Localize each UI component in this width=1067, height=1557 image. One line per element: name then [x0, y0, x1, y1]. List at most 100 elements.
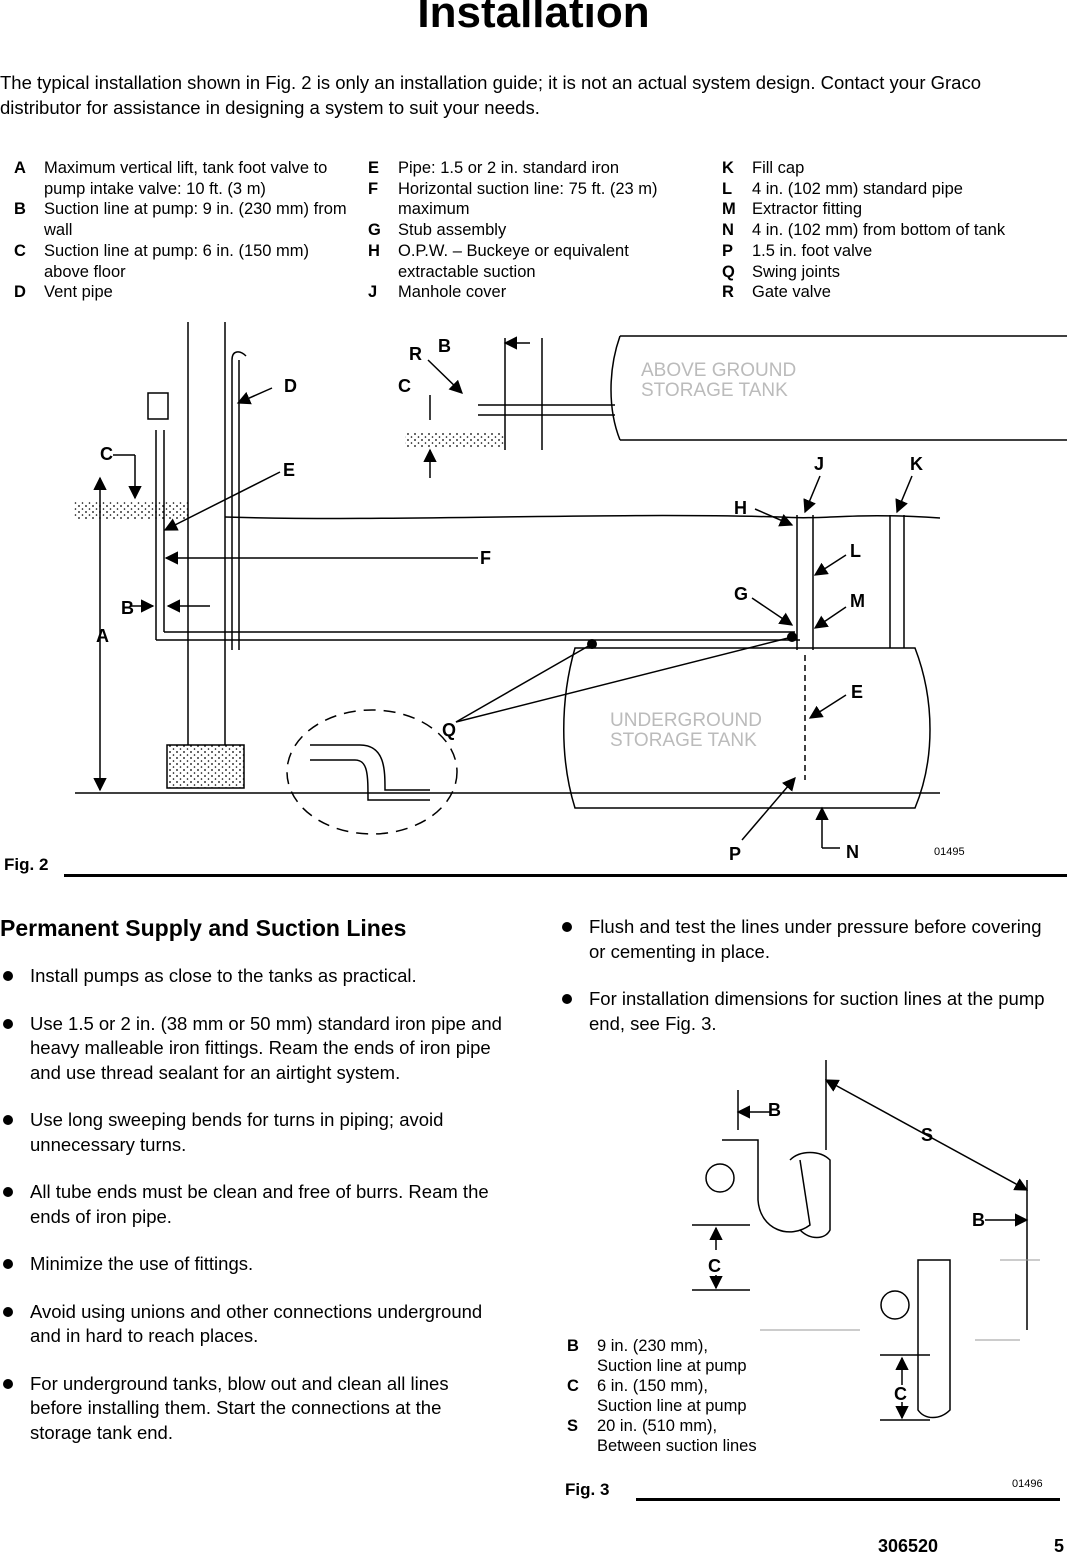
swing-joint-pipe: [310, 744, 430, 801]
legend-text: Suction line at pump: 9 in. (230 mm) fro…: [44, 200, 347, 240]
legend-text: Vent pipe: [44, 283, 113, 302]
legend-item: M Extractor fitting: [722, 199, 1062, 220]
page-number: 5: [1054, 1536, 1065, 1556]
legend-key: B: [14, 200, 26, 219]
fig2-caption: Fig. 2: [4, 855, 49, 874]
grade-line: [224, 514, 941, 520]
right-valve-handwheel: [880, 1290, 910, 1320]
legend-text: Suction line at pump: [597, 1357, 747, 1375]
fig3-rule: [636, 1498, 1060, 1501]
callout-f: F: [480, 548, 491, 568]
legend-text: 6 in. (150 mm),: [597, 1377, 708, 1395]
legend-key: R: [722, 283, 734, 302]
legend-text: Between suction lines: [597, 1437, 757, 1455]
legend-key: H: [368, 241, 380, 260]
legend-item: D Vent pipe: [14, 282, 349, 303]
section-title: Permanent Supply and Suction Lines: [0, 915, 407, 941]
callout-e-tank: E: [851, 682, 863, 702]
fig2-number: 01495: [934, 846, 965, 858]
legend-text: Swing joints: [752, 262, 841, 281]
callout-d: D: [284, 376, 297, 396]
callout-q: Q: [442, 720, 456, 740]
callout-b: B: [121, 598, 134, 618]
dimension-s: [824, 1079, 1029, 1191]
floor-slab: [73, 502, 188, 519]
document-number: 306520: [878, 1536, 939, 1556]
legend-key: D: [14, 283, 26, 302]
legend-item: F Horizontal suction line: 75 ft. (23 m) …: [368, 179, 698, 220]
list-item: Minimize the use of fittings.: [0, 1252, 505, 1277]
under-tank-label-1: UNDERGROUND: [610, 710, 762, 731]
vent-pipe: [231, 351, 247, 650]
under-tank-label-2: STORAGE TANK: [610, 730, 757, 751]
callout-e: E: [283, 460, 295, 480]
callout-n: N: [846, 842, 859, 862]
list-item: Flush and test the lines under pressure …: [559, 915, 1049, 964]
legend-key: J: [368, 283, 378, 302]
legend-text: Gate valve: [752, 283, 831, 302]
installation-diagram: ABOVE GROUND STORAGE TANK UNDERGROUND ST…: [73, 322, 1067, 864]
legend-text: Extractor fitting: [752, 200, 863, 219]
underground-tank: [563, 647, 931, 809]
legend-text: 4 in. (102 mm) from bottom of tank: [752, 221, 1006, 240]
list-item: Install pumps as close to the tanks as p…: [0, 964, 505, 989]
callout-j: J: [814, 454, 824, 474]
legend-key: M: [722, 200, 736, 219]
legend-item: B Suction line at pump: 9 in. (230 mm) fr…: [14, 199, 349, 240]
left-valve-handwheel: [705, 1163, 735, 1193]
legend-text: 20 in. (510 mm),: [597, 1417, 718, 1435]
legend-text: 1.5 in. foot valve: [752, 241, 873, 260]
legend-item: H O.P.W. – Buckeye or equivalent extracta…: [368, 241, 698, 282]
callout-c: C: [100, 444, 113, 464]
callout-a: A: [96, 626, 109, 646]
legend-item: R Gate valve: [722, 282, 1062, 303]
legend-text: Manhole cover: [398, 283, 507, 302]
list-item: For installation dimensions for suction …: [559, 987, 1049, 1036]
aboveground-slab: [405, 432, 505, 448]
legend-item: P 1.5 in. foot valve: [722, 241, 1062, 262]
fig3-callout-b-right: B: [972, 1210, 985, 1230]
legend-item: L 4 in. (102 mm) standard pipe: [722, 179, 1062, 200]
callout-p: P: [729, 844, 741, 864]
callout-g: G: [734, 584, 748, 604]
fig2-rule: [64, 874, 1067, 877]
pump-body: [147, 392, 169, 420]
bullets-left: Install pumps as close to the tanks as p…: [0, 964, 505, 1445]
legend-key: A: [14, 159, 26, 177]
list-item: All tube ends must be clean and free of …: [0, 1180, 505, 1229]
legend-text: Pipe: 1.5 or 2 in. standard iron: [398, 159, 620, 177]
callout-k: K: [910, 454, 923, 474]
callout-m: M: [850, 591, 865, 611]
callout-c-upper: C: [398, 376, 411, 396]
legend-text: Horizontal suction line: 75 ft. (23 m) m…: [398, 179, 658, 219]
callout-r: R: [409, 344, 422, 364]
list-item: Use 1.5 or 2 in. (38 mm or 50 mm) standa…: [0, 1012, 505, 1086]
legend-text: Fill cap: [752, 159, 805, 177]
swing-joint-detail: [286, 709, 458, 835]
legend-item: N 4 in. (102 mm) from bottom of tank: [722, 220, 1062, 241]
legend-key: S: [567, 1417, 579, 1435]
legend-key: P: [722, 241, 734, 260]
legend-text: 4 in. (102 mm) standard pipe: [752, 179, 963, 198]
legend-key: C: [567, 1377, 579, 1395]
right-pipe: [917, 1259, 951, 1419]
fig3-callout-c: C: [708, 1256, 721, 1276]
legend-text: O.P.W. – Buckeye or equivalent extractab…: [398, 241, 629, 281]
page-title: Installation: [417, 0, 650, 37]
legend-text: Suction line at pump: 6 in. (150 mm) abo…: [44, 241, 310, 281]
legend-key: N: [722, 221, 734, 240]
legend-key: F: [368, 179, 379, 198]
legend-key: L: [722, 179, 733, 198]
above-tank-label-2: STORAGE TANK: [641, 380, 788, 401]
